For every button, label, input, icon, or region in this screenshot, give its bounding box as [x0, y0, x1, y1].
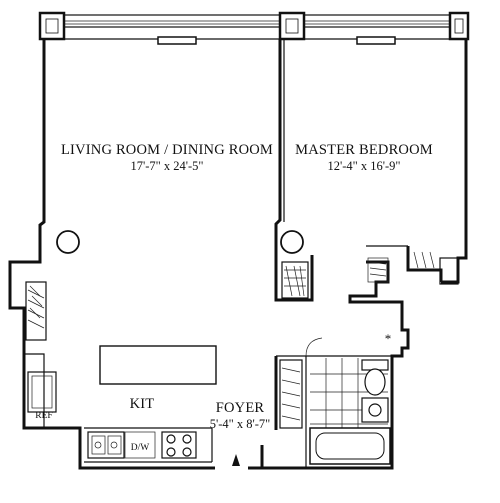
bath-walls	[262, 300, 410, 470]
bedroom-closet-walls	[348, 245, 459, 300]
closet-center	[281, 261, 309, 299]
door-swing-bath	[305, 337, 323, 357]
asterisk-mark: *	[385, 331, 392, 346]
dishwasher-label: D/W	[131, 443, 150, 453]
kitchen-wall-oven	[27, 371, 57, 413]
bathroom-tile	[310, 358, 388, 428]
round-column-left	[56, 230, 80, 254]
kitchen-label: KIT	[130, 396, 155, 412]
window-mark-bedroom	[356, 36, 396, 45]
living-room-label: LIVING ROOM / DINING ROOM	[61, 142, 273, 158]
closet-foyer	[279, 359, 303, 429]
dishwasher	[124, 431, 156, 459]
window-band	[57, 14, 459, 28]
kitchen-island	[99, 345, 217, 385]
window-mark-living	[157, 36, 197, 45]
master-bedroom-size: 12'-4" x 16'-9"	[327, 159, 400, 173]
partition-wall	[274, 39, 314, 302]
column-right	[448, 11, 470, 41]
living-room-size: 17'-7" x 24'-5"	[130, 159, 203, 173]
kitchen-area	[24, 345, 217, 463]
foyer-size: 5'-4" x 8'-7"	[210, 417, 271, 431]
master-bedroom-label: MASTER BEDROOM	[295, 142, 433, 158]
foyer-label: FOYER	[216, 400, 265, 416]
entry-arrow-icon	[232, 454, 240, 466]
vanity-sink	[361, 397, 389, 423]
closet-living	[25, 281, 47, 341]
round-column-center	[280, 230, 304, 254]
column-center	[278, 11, 306, 41]
kitchen-sink	[87, 431, 125, 459]
bathtub	[309, 427, 391, 465]
column-left	[38, 11, 66, 41]
toilet	[361, 359, 389, 396]
refrigerator-label: REF	[35, 411, 52, 421]
stove	[161, 431, 197, 459]
